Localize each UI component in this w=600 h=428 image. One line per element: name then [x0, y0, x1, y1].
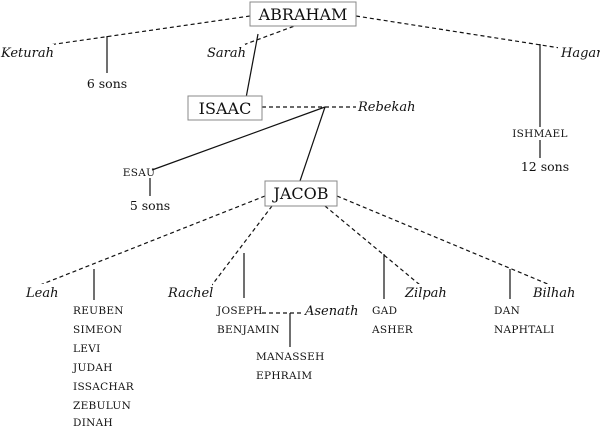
- ishmael-sons: 12 sons: [521, 159, 569, 174]
- isaac-label: ISAAC: [199, 99, 252, 118]
- child-naphtali: NAPHTALI: [494, 324, 555, 336]
- jacob-label: JACOB: [271, 184, 328, 203]
- child-manasseh: MANASSEH: [256, 351, 325, 363]
- child-simeon: SIMEON: [73, 324, 122, 336]
- wife-keturah: Keturah: [0, 46, 54, 61]
- wives: Keturah Sarah Hagar Rebekah Leah Rachel …: [0, 44, 600, 321]
- keturah-sons: 6 sons: [87, 76, 127, 91]
- jacob-zilpah-line: [324, 205, 421, 286]
- children: 6 sons ISHMAEL 12 sons ESAU 5 sons REUBE…: [72, 76, 569, 428]
- child-esau: ESAU: [123, 167, 156, 179]
- abraham-hagar-line: [355, 15, 561, 49]
- jacob-box: [264, 180, 338, 207]
- abraham-box: [249, 1, 357, 27]
- jacob-bilhah-line: [336, 195, 551, 286]
- child-dinah: DINAH: [73, 417, 113, 428]
- child-asher: ASHER: [371, 324, 414, 336]
- abraham-sarah-line: [234, 23, 301, 49]
- child-ephraim: EPHRAIM: [256, 370, 312, 382]
- wife-sarah: Sarah: [207, 46, 246, 61]
- jacob-rachel-line: [211, 205, 273, 286]
- wife-hagar: Hagar: [560, 46, 600, 61]
- wife-asenath: Asenath: [304, 304, 358, 319]
- child-zebulun: ZEBULUN: [73, 400, 131, 412]
- isaac-node: ISAAC: [187, 95, 263, 121]
- child-judah: JUDAH: [72, 362, 113, 374]
- to-esau-line: [151, 106, 326, 171]
- wife-rachel: Rachel: [167, 286, 213, 301]
- child-joseph: JOSEPH: [216, 305, 263, 317]
- connectors: [27, 15, 561, 347]
- abraham-node: ABRAHAM: [249, 1, 357, 27]
- wife-bilhah: Bilhah: [532, 286, 575, 301]
- child-ishmael: ISHMAEL: [512, 128, 568, 140]
- child-reuben: REUBEN: [73, 305, 124, 317]
- sarah-isaac-line: [245, 33, 259, 99]
- to-jacob-line: [299, 106, 326, 182]
- wife-rebekah: Rebekah: [357, 100, 416, 115]
- wife-zilpah: Zilpah: [404, 286, 447, 301]
- abraham-label: ABRAHAM: [258, 5, 348, 24]
- child-gad: GAD: [372, 305, 397, 317]
- child-issachar: ISSACHAR: [73, 381, 135, 393]
- jacob-node: JACOB: [264, 180, 338, 207]
- wife-leah: Leah: [25, 286, 58, 301]
- esau-sons: 5 sons: [130, 198, 170, 213]
- child-levi: LEVI: [73, 343, 101, 355]
- jacob-leah-line: [39, 195, 266, 286]
- child-benjamin: BENJAMIN: [217, 324, 280, 336]
- isaac-box: [187, 95, 263, 121]
- abraham-keturah-line: [27, 15, 251, 49]
- child-dan: DAN: [494, 305, 520, 317]
